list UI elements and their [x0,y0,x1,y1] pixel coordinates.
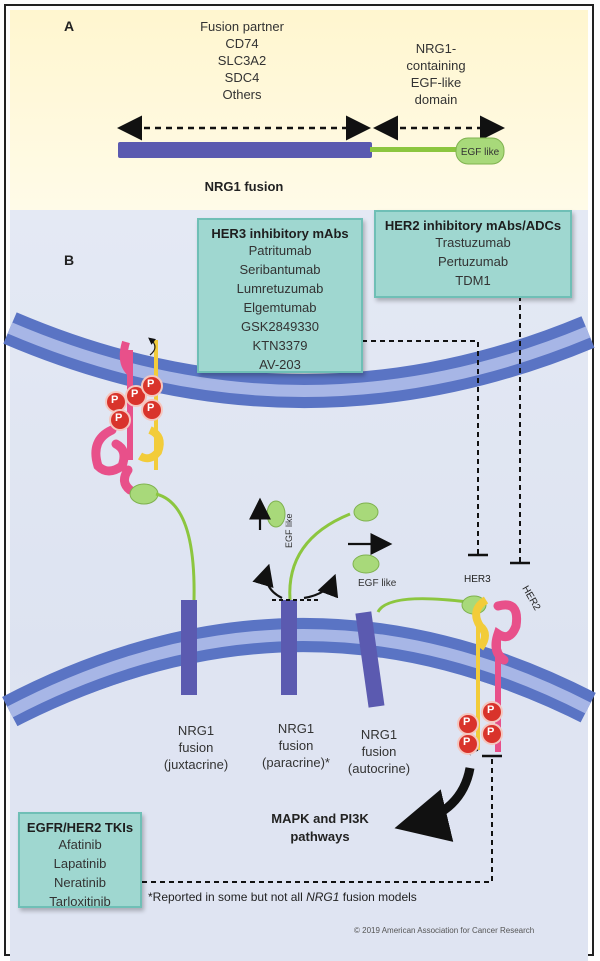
her2-box-title: HER2 inhibitory mAbs/ADCs [384,218,562,233]
paracrine-egf-like [353,502,379,522]
upper-egf-like-bound [129,483,159,505]
her3-receptor-label: HER3 [464,574,491,585]
her3-drug-item: Seribantumab [239,262,321,277]
her3-drug-item: KTN3379 [252,338,308,353]
fusion-bar-juxtacrine [181,600,197,695]
phospho-label: P [487,704,495,716]
phospho-label: P [487,726,495,738]
her2-drug-item: Pertuzumab [437,254,509,269]
egf-like-right-label: EGF like [358,578,397,589]
phospho-label: P [111,394,119,406]
phospho-label: P [131,388,139,400]
her3-drug-item: GSK2849330 [240,319,320,334]
her3-drug-item: Lumretuzumab [236,281,324,296]
tki-box-title: EGFR/HER2 TKIs [26,820,134,835]
her2-inhibitor-box: HER2 inhibitory mAbs/ADCs Trastuzumab Pe… [374,210,572,298]
fusion-juxtacrine-label: NRG1 fusion (juxtacrine) [163,723,229,772]
tki-drug-item: Afatinib [58,837,102,852]
cleavage-arrow-up [252,563,283,599]
her2-receptor-label: HER2 [519,584,542,613]
pathways-label: MAPK and PI3K pathways [271,811,369,844]
tki-drug-item: Tarloxitinib [49,894,111,909]
juxtacrine-linker [155,492,196,601]
her3-drug-item: Patritumab [248,243,312,258]
her2-drug-item: TDM1 [455,273,491,288]
pathway-arrow [394,767,475,842]
footnote: *Reported in some but not all NRG1 fusio… [148,890,417,904]
fusion-partner-label: Fusion partner CD74 SLC3A2 SDC4 Others [200,19,284,102]
panel-a-letter: A [64,18,75,34]
fusion-autocrine-label: NRG1 fusion (autocrine) [347,727,411,776]
fusion-bar-autocrine [355,611,385,708]
egf-like-label: EGF like [461,147,500,158]
tki-drug-item: Lapatinib [53,856,107,871]
egf-like-up-label: EGF like [284,513,294,548]
released-egf-like-right [352,554,380,574]
paracrine-linker [288,512,351,601]
fusion-bar-paracrine [281,600,297,695]
phospho-label: P [463,716,471,728]
panel-a-schematic: EGF like NRG1 fusion [117,115,505,194]
fusion-partner-bar [118,142,372,158]
lower-phospho-group [457,701,503,755]
autocrine-linker [376,597,469,613]
her2-drug-item: Trastuzumab [435,235,511,250]
her3-box-title: HER3 inhibitory mAbs [211,226,349,241]
her3-inhibitor-box: HER3 inhibitory mAbs Patritumab Seribant… [197,218,363,373]
nrg1-fusion-label: NRG1 fusion [205,179,284,194]
egf-like-domain [455,137,505,165]
copyright: © 2019 American Association for Cancer R… [354,926,535,935]
upper-phospho-group [105,375,163,431]
nrg1-domain-label: NRG1- containing EGF-like domain [406,41,466,107]
cleavage-arrow-right [303,573,339,600]
her3-drug-item: Elgemtumab [243,300,317,315]
tki-inhibition-line [142,756,493,883]
nrg1-linker [370,147,462,152]
panel-a [10,10,588,210]
tki-box: EGFR/HER2 TKIs Afatinib Lapatinib Nerati… [18,812,142,909]
panel-b-letter: B [64,252,75,268]
her3-drug-item: AV-203 [259,357,301,372]
phospho-label: P [463,736,471,748]
fusion-paracrine-label: NRG1 fusion (paracrine)* [262,721,330,770]
phospho-label: P [115,412,123,424]
tki-drug-item: Neratinib [53,875,107,890]
her3-inhibition-line [362,340,479,555]
released-egf-like-up [266,500,286,528]
phospho-label: P [147,402,155,414]
phospho-label: P [147,378,155,390]
